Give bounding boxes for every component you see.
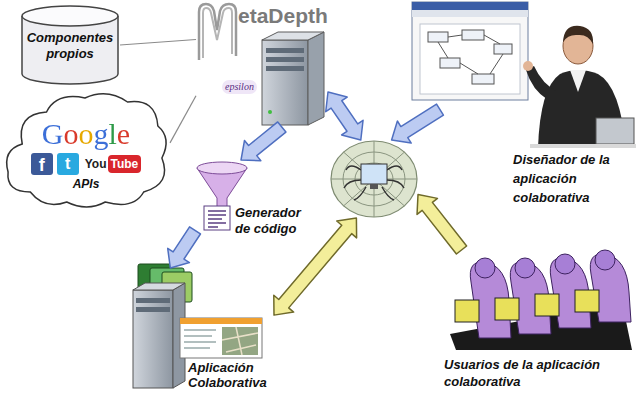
mini-links — [438, 35, 503, 74]
server-front — [133, 290, 173, 388]
desk — [530, 144, 636, 148]
paperclip-letter — [199, 4, 236, 60]
designer-figure: Diseñador de la aplicación colaborativa — [440, 0, 637, 215]
mini-box — [440, 58, 460, 68]
monitor-screen — [361, 164, 387, 184]
server-led — [268, 110, 272, 114]
block-arrow — [417, 195, 467, 254]
code-lines — [208, 211, 226, 227]
brand-logo: Google — [2, 117, 170, 151]
collab-app-server: Aplicación Colaborativa — [128, 268, 274, 392]
api-cloud: Googleft YouTubeAPIs — [2, 88, 170, 210]
app-screenshot — [180, 318, 262, 358]
tool-bar — [412, 10, 528, 17]
mini-box — [494, 44, 512, 54]
title-bar — [412, 2, 528, 10]
social-icon: t — [57, 153, 79, 175]
logo-badge: epsilon — [222, 80, 257, 94]
actor-label: Diseñador de la aplicación colaborativa — [513, 150, 633, 207]
web-outline — [330, 140, 418, 218]
video-logo: Tube — [108, 155, 142, 173]
user-monitor — [535, 294, 559, 316]
browser-window — [412, 2, 528, 100]
user-head — [595, 250, 615, 270]
user-head — [555, 254, 575, 274]
code-document — [204, 206, 230, 230]
map-roads — [222, 327, 258, 355]
app-title-bar — [180, 318, 262, 324]
logo-text: etaDepth — [238, 4, 328, 28]
person-hair — [563, 26, 593, 44]
link-line — [120, 40, 196, 46]
paperclip-letter — [203, 8, 232, 58]
canvas-area — [420, 24, 520, 94]
server-node: etaDepth epsilon — [196, 2, 328, 127]
server-top — [133, 283, 185, 290]
component-label: Componentes propios — [22, 30, 118, 62]
drive-bay — [266, 66, 304, 71]
social-icon: f — [31, 153, 53, 175]
video-logo: You — [85, 153, 107, 175]
app-text-lines — [184, 330, 216, 348]
system-label: Aplicación Colaborativa — [188, 360, 272, 390]
block-arrow — [392, 104, 444, 143]
funnel-rim — [197, 162, 247, 174]
monitor-stand — [370, 184, 378, 189]
cylinder-top — [22, 6, 118, 26]
block-arrow — [168, 227, 201, 268]
shirt-collar — [570, 70, 586, 92]
database-cylinder: Componentes propios — [20, 4, 120, 86]
user-head — [515, 258, 535, 278]
block-arrow — [241, 122, 286, 161]
user-monitor — [575, 290, 599, 312]
server-side — [308, 32, 324, 125]
drive-bay — [266, 48, 304, 53]
link-line — [170, 96, 196, 143]
mini-box — [462, 30, 484, 40]
user-monitor — [495, 298, 519, 320]
process-label: Generador de código — [235, 205, 310, 237]
app-map — [222, 327, 258, 355]
server-top — [262, 32, 324, 40]
mini-box — [428, 32, 448, 42]
drive-bay — [266, 57, 304, 62]
server-front — [262, 40, 308, 125]
actor-label: Usuarios de la aplicación colaborativa — [444, 356, 632, 390]
mini-box — [472, 74, 494, 84]
web-spokes — [331, 141, 417, 217]
web-ground — [331, 141, 417, 217]
block-arrow — [326, 92, 363, 140]
drive-bay — [136, 298, 170, 303]
drive-bay — [136, 307, 170, 312]
user-monitor — [455, 300, 479, 322]
api-label: APIs — [2, 177, 170, 192]
user-head — [475, 258, 495, 278]
person-arm — [526, 66, 558, 100]
users-group: Usuarios de la aplicación colaborativa — [438, 250, 634, 394]
person-hand — [523, 61, 533, 71]
web-hub — [330, 140, 418, 218]
laptop — [596, 118, 634, 144]
code-generator: Generador de código — [195, 160, 313, 248]
